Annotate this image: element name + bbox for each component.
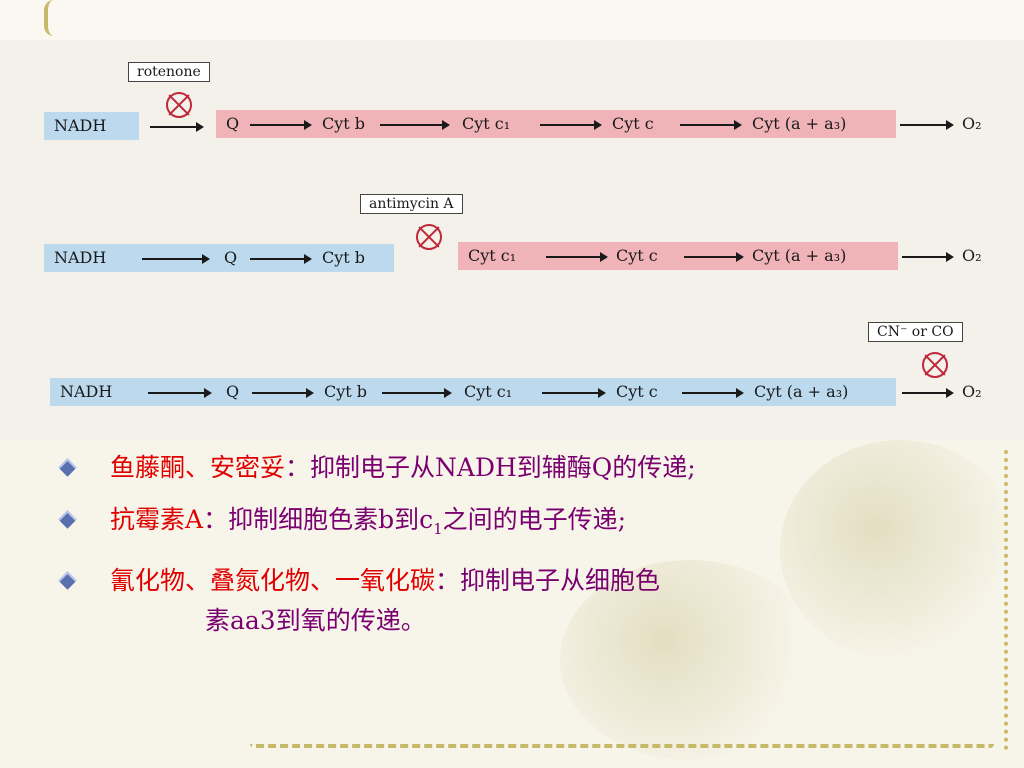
note-cyanide: 氰化物、叠氮化物、一氧化碳：抑制电子从细胞色 素aa3到氧的传递。: [55, 561, 995, 641]
arrow: [382, 388, 452, 398]
inhibitor-label-rotenone: rotenone: [128, 62, 210, 82]
diamond-bullet-icon: [58, 458, 77, 477]
inhibitor-notes: 鱼藤酮、安密妥：抑制电子从NADH到辅酶Q的传递; 抗霉素A：抑制细胞色素b到c…: [55, 448, 995, 653]
normal-band: [44, 244, 394, 272]
note-colon: ：: [435, 566, 461, 595]
arrow: [680, 120, 742, 130]
note-subscript: 1: [433, 520, 443, 538]
electron-transport-inhibition-diagram: rotenone NADH Q Cyt b Cyt c₁ Cyt c Cyt (…: [0, 40, 1024, 440]
note-colon: ：: [285, 453, 311, 482]
arrow: [380, 120, 450, 130]
pathway-row-antimycin: antimycin A NADH Q Cyt b Cyt c₁ Cyt c Cy…: [0, 192, 1024, 272]
arrow: [252, 388, 314, 398]
note-text: 之间的电子传递;: [442, 505, 627, 534]
node-q: Q: [224, 248, 238, 267]
note-colon: ：: [203, 505, 229, 534]
inhibitor-label-cyanide: CN⁻ or CO: [868, 322, 963, 342]
arrow: [682, 388, 744, 398]
pathway-row-rotenone: rotenone NADH Q Cyt b Cyt c₁ Cyt c Cyt (…: [0, 60, 1024, 140]
node-o2: O₂: [962, 114, 982, 133]
inhibitor-label-antimycin: antimycin A: [360, 194, 463, 214]
block-icon: [416, 224, 442, 250]
node-o2: O₂: [962, 246, 982, 265]
block-icon: [166, 92, 192, 118]
right-vine-decoration: [990, 450, 1008, 750]
arrow: [148, 388, 212, 398]
node-cyt-aa3: Cyt (a + a₃): [754, 382, 849, 401]
node-nadh: NADH: [54, 116, 107, 135]
node-cyt-aa3: Cyt (a + a₃): [752, 114, 847, 133]
arrow: [142, 254, 210, 264]
node-nadh: NADH: [60, 382, 113, 401]
node-nadh: NADH: [54, 248, 107, 267]
note-text: 抑制电子从NADH到辅酶Q的传递;: [310, 453, 696, 482]
bottom-vine-decoration: [250, 736, 994, 748]
diamond-bullet-icon: [58, 571, 77, 590]
arrow: [250, 254, 312, 264]
leaf-decoration: [780, 440, 1020, 660]
normal-band: [44, 112, 139, 140]
blocked-band: [458, 242, 898, 270]
note-agent: 鱼藤酮、安密妥: [110, 453, 286, 482]
arrow: [150, 122, 204, 132]
arrow: [900, 120, 954, 130]
leaf-decoration: [560, 560, 820, 760]
node-cyt-c1: Cyt c₁: [468, 246, 517, 265]
node-cyt-c: Cyt c: [616, 246, 658, 265]
block-icon: [922, 352, 948, 378]
note-agent: 氰化物、叠氮化物、一氧化碳: [110, 566, 436, 595]
arrow: [540, 120, 602, 130]
note-rotenone: 鱼藤酮、安密妥：抑制电子从NADH到辅酶Q的传递;: [55, 448, 995, 488]
node-cyt-c: Cyt c: [612, 114, 654, 133]
arrow: [546, 252, 608, 262]
node-q: Q: [226, 114, 240, 133]
arrow: [542, 388, 606, 398]
node-cyt-aa3: Cyt (a + a₃): [752, 246, 847, 265]
top-decoration: [0, 0, 1024, 40]
arrow: [250, 120, 312, 130]
pathway-row-cyanide: CN⁻ or CO NADH Q Cyt b Cyt c₁ Cyt c Cyt …: [0, 322, 1024, 406]
vine-curl-icon: [44, 0, 68, 36]
node-cyt-c: Cyt c: [616, 382, 658, 401]
note-text: 抑制电子从细胞色: [460, 566, 661, 595]
node-cyt-c1: Cyt c₁: [464, 382, 513, 401]
arrow: [902, 252, 954, 262]
node-q: Q: [226, 382, 240, 401]
arrow: [902, 388, 954, 398]
node-o2: O₂: [962, 382, 982, 401]
node-cyt-b: Cyt b: [322, 248, 366, 267]
arrow: [684, 252, 744, 262]
note-text-continued: 素aa3到氧的传递。: [205, 606, 426, 635]
node-cyt-b: Cyt b: [324, 382, 368, 401]
note-text: 抑制细胞色素b到c: [228, 505, 434, 534]
node-cyt-b: Cyt b: [322, 114, 366, 133]
note-agent: 抗霉素A: [110, 505, 204, 534]
diamond-bullet-icon: [58, 510, 77, 529]
note-antimycin: 抗霉素A：抑制细胞色素b到c1之间的电子传递;: [55, 500, 995, 549]
node-cyt-c1: Cyt c₁: [462, 114, 511, 133]
